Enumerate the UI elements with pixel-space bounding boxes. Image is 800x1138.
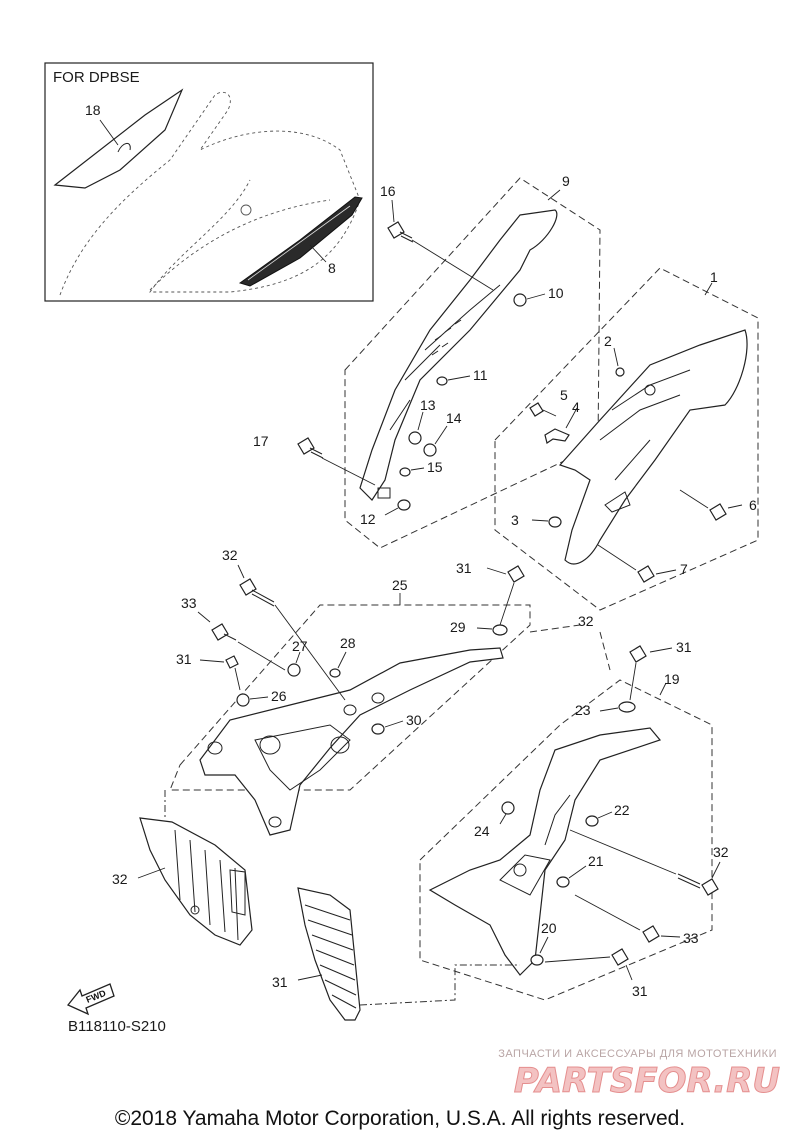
part-24-grommet — [501, 801, 515, 815]
part-14-collar — [423, 443, 437, 457]
part-4-clip — [544, 428, 570, 444]
group-19: 19 31 23 24 22 21 32 3 — [419, 639, 729, 1001]
watermark-logo: PARTSFOR.RU — [514, 1061, 780, 1101]
callout-17: 17 — [253, 433, 269, 449]
callout-26: 26 — [271, 688, 287, 704]
part-34-grille — [297, 887, 361, 1021]
callout-4: 4 — [572, 399, 580, 415]
callout-5: 5 — [560, 387, 568, 403]
callout-15: 15 — [427, 459, 443, 475]
callout-22: 22 — [614, 802, 630, 818]
part-9-side-panel — [359, 209, 558, 501]
part-31-screw-lower — [611, 948, 629, 966]
part-26-grommet — [236, 693, 250, 707]
group-34: 31 — [272, 887, 520, 1021]
group-35: 32 — [112, 790, 253, 946]
part-16-bolt — [387, 221, 405, 239]
callout-34: 31 — [272, 974, 288, 990]
part-32-bolt-upper — [239, 578, 257, 596]
part-31-screw-left — [225, 655, 239, 669]
part-10-grommet — [513, 293, 527, 307]
callout-33-lower: 33 — [683, 930, 699, 946]
callout-31-lower: 31 — [632, 983, 648, 999]
callout-33-upper: 33 — [181, 595, 197, 611]
part-23-collar — [618, 701, 636, 713]
inset-title: FOR DPBSE — [53, 69, 140, 86]
part-32-bolt-lower — [701, 878, 719, 896]
watermark-tagline: ЗАПЧАСТИ И АКСЕССУАРЫ ДЛЯ МОТОТЕХНИКИ — [498, 1048, 777, 1060]
callout-19: 19 — [664, 671, 680, 687]
callout-13: 13 — [420, 397, 436, 413]
callout-1: 1 — [710, 269, 718, 285]
part-13-grommet — [408, 431, 422, 445]
part-25-bracket — [199, 647, 504, 836]
callout-20: 20 — [541, 920, 557, 936]
callout-6: 6 — [749, 497, 757, 513]
callout-29: 29 — [450, 619, 466, 635]
part-27-grommet — [287, 663, 301, 677]
part-12-washer — [397, 499, 411, 511]
part-15-washer — [399, 467, 411, 477]
part-29-collar — [492, 624, 508, 636]
callout-3: 3 — [511, 512, 519, 528]
part-33-bolt-lower — [642, 925, 660, 943]
part-30-collar — [371, 723, 385, 735]
callout-31-right: 31 — [676, 639, 692, 655]
callout-11: 11 — [473, 367, 488, 383]
part-22-washer — [585, 815, 599, 827]
part-31-screw-right — [629, 645, 647, 663]
part-11-collar — [436, 376, 448, 386]
diagram-code: B118110-S210 — [68, 1018, 166, 1035]
part-7-bolt — [637, 565, 655, 583]
part-2-grommet — [615, 367, 625, 377]
callout-12: 12 — [360, 511, 376, 527]
group-25: 25 32 33 31 27 28 — [169, 547, 531, 836]
fwd-arrow-icon: FWD — [66, 983, 115, 1016]
part-3-washer — [548, 516, 562, 528]
inset-for-dpbse: FOR DPBSE 18 8 — [44, 62, 374, 302]
callout-31-top: 31 — [456, 560, 472, 576]
part-31-screw-top — [507, 565, 525, 583]
callout-9: 9 — [562, 173, 570, 189]
callout-25: 25 — [392, 577, 408, 593]
callout-21: 21 — [588, 853, 604, 869]
callout-28: 28 — [340, 635, 356, 651]
part-21-washer — [556, 876, 570, 888]
callout-8: 8 — [328, 260, 336, 276]
part-28-collar — [329, 668, 341, 678]
part-17-bolt — [297, 437, 315, 455]
part-19-cover — [428, 727, 662, 976]
callout-32-upper: 32 — [222, 547, 238, 563]
part-6-bolt — [709, 503, 727, 521]
callout-32-lower: 32 — [713, 844, 729, 860]
group-9: 9 16 10 11 13 14 15 12 — [253, 173, 601, 549]
callout-31-left: 31 — [176, 651, 192, 667]
watermark: ЗАПЧАСТИ И АКСЕССУАРЫ ДЛЯ МОТОТЕХНИКИ PA… — [498, 1048, 780, 1102]
callout-2: 2 — [604, 333, 612, 349]
callout-10: 10 — [548, 285, 564, 301]
part-20-collar — [530, 954, 544, 966]
copyright: ©2018 Yamaha Motor Corporation, U.S.A. A… — [115, 1107, 685, 1130]
group-1: 1 2 4 5 3 6 7 — [494, 267, 759, 611]
callout-36: 32 — [578, 613, 594, 629]
part-5-screw — [529, 402, 544, 417]
part-33-bolt-upper — [211, 623, 229, 641]
callout-18: 18 — [85, 102, 101, 118]
callout-30: 30 — [406, 712, 422, 728]
callout-23: 23 — [575, 702, 591, 718]
group-36: 32 — [529, 613, 611, 671]
part-18-decal — [53, 88, 184, 189]
callout-27: 27 — [292, 638, 308, 654]
callout-35: 32 — [112, 871, 128, 887]
part-1-shroud — [558, 329, 748, 565]
callout-24: 24 — [474, 823, 490, 839]
callout-14: 14 — [446, 410, 462, 426]
callout-16: 16 — [380, 183, 396, 199]
callout-7: 7 — [680, 561, 688, 577]
